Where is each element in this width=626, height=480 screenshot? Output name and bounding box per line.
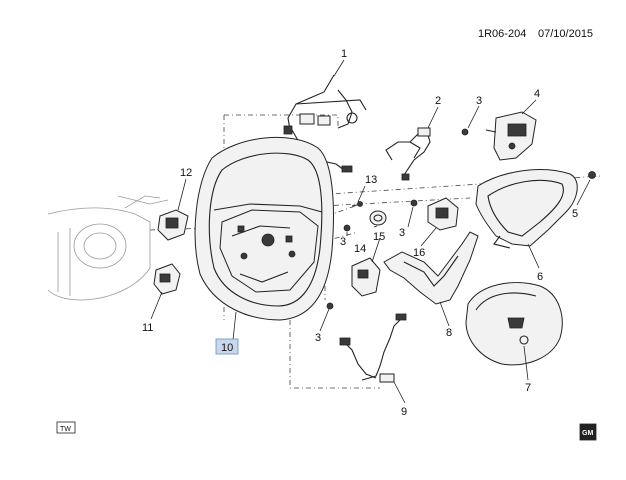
callout-3-lower: 3 <box>315 332 321 344</box>
part-6-upper-trim <box>475 169 578 249</box>
part-4-switch-module <box>485 111 537 161</box>
part-11-switch <box>153 263 181 295</box>
callout-15: 15 <box>373 231 385 243</box>
callout-16: 16 <box>413 247 425 259</box>
callout-5: 5 <box>572 208 578 220</box>
part-10-steering-wheel <box>194 136 334 321</box>
diagram-reference-header: 1R06-204 07/10/2015 <box>478 28 593 40</box>
callout-3-top: 3 <box>476 95 482 107</box>
footer-gm-logo: GM <box>579 423 597 441</box>
callout-1: 1 <box>341 48 347 60</box>
part-3-screw-top <box>461 128 469 136</box>
callout-4: 4 <box>534 88 540 100</box>
reference-date: 07/10/2015 <box>538 28 593 40</box>
part-3-screw-middle <box>410 199 418 207</box>
callout-2: 2 <box>435 95 441 107</box>
footer-tw-badge: TW <box>56 421 76 434</box>
part-7-airbag-module <box>465 282 563 366</box>
part-12-switch <box>157 209 189 241</box>
part-2-switch-harness <box>385 127 431 181</box>
callout-numbers: 1 2 3 4 5 6 3 16 13 12 14 15 3 11 8 3 7 … <box>142 48 578 418</box>
gm-label: GM <box>582 430 593 437</box>
part-13-bolt <box>351 201 363 207</box>
part-14-cap <box>369 210 387 226</box>
callout-6: 6 <box>537 271 543 283</box>
tw-label: TW <box>60 426 71 433</box>
callout-3-center: 3 <box>340 236 346 248</box>
part-8-lower-trim <box>383 231 479 305</box>
callout-10: 10 <box>221 342 233 354</box>
steering-column-background <box>47 195 169 301</box>
callout-7: 7 <box>525 382 531 394</box>
callout-8: 8 <box>446 327 452 339</box>
part-15-switch <box>351 257 381 297</box>
callout-13: 13 <box>365 174 377 186</box>
callout-10-highlight: 10 <box>215 338 239 355</box>
callout-3-middle: 3 <box>399 227 405 239</box>
callout-14: 14 <box>354 243 366 255</box>
part-9-lower-harness <box>339 313 407 383</box>
part-3-screw-lower <box>326 302 334 310</box>
callout-9: 9 <box>401 406 407 418</box>
part-16-switch <box>427 197 459 231</box>
part-3-screw-center <box>343 224 351 232</box>
part-5-screw <box>588 171 596 179</box>
callout-11: 11 <box>142 322 153 334</box>
reference-code: 1R06-204 <box>478 28 526 40</box>
callout-12: 12 <box>180 167 192 179</box>
callout-leader-lines <box>150 59 591 404</box>
